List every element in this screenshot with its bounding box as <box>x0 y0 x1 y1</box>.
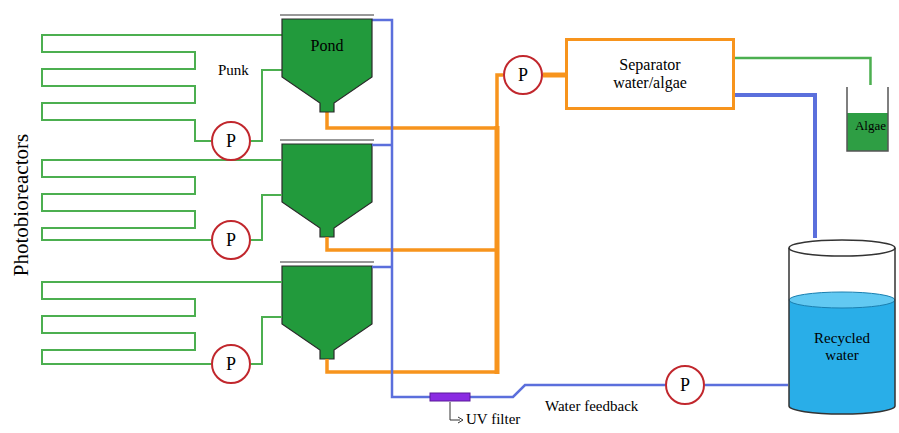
pipe-connector <box>735 58 870 85</box>
leader-arrow <box>458 417 463 423</box>
node-text: P <box>518 65 528 86</box>
pipe-connector <box>735 95 815 238</box>
separator-box: Separator water/algae <box>565 38 735 110</box>
pond-tank: Pond <box>282 15 372 112</box>
pipe-connector <box>251 70 282 141</box>
node-text: P <box>226 131 236 152</box>
pump-circle: P <box>211 220 251 260</box>
pump-circle: P <box>211 121 251 161</box>
algae-beaker: Algae <box>845 85 896 153</box>
pipe-connector <box>42 35 282 141</box>
uv-filter <box>430 393 470 401</box>
node-text: Separator water/algae <box>595 56 705 93</box>
part-label: Punk <box>218 62 249 79</box>
pump-circle: P <box>503 55 543 95</box>
feedback-branch <box>372 144 393 147</box>
harvest-line <box>327 237 497 250</box>
node-text: Pond <box>311 37 344 55</box>
pipe-connector <box>543 73 565 78</box>
recycled-water-tank: Recycled water <box>788 238 896 416</box>
node-text: Recycled water <box>806 330 878 365</box>
axis-title: Photobioreactors <box>9 134 34 276</box>
pond-tank <box>280 262 374 359</box>
node-text: P <box>226 230 236 251</box>
feedback-branch <box>372 266 393 269</box>
return-line <box>251 195 282 240</box>
pipe-connector <box>705 384 788 387</box>
pond-tank-outline <box>282 15 372 112</box>
pump-circle: P <box>211 344 251 384</box>
node-text: Algae <box>855 119 886 134</box>
node-text: P <box>680 375 690 396</box>
part-label: UV filter <box>466 411 520 428</box>
recycled-water-tank-outline <box>788 238 896 416</box>
harvest-collector <box>495 126 500 374</box>
harvest-line <box>327 359 497 372</box>
node-text: P <box>226 354 236 375</box>
line-label: Water feedback <box>545 398 638 415</box>
pond-tank <box>280 140 374 237</box>
pump-circle: P <box>665 365 705 405</box>
return-line <box>251 317 282 364</box>
